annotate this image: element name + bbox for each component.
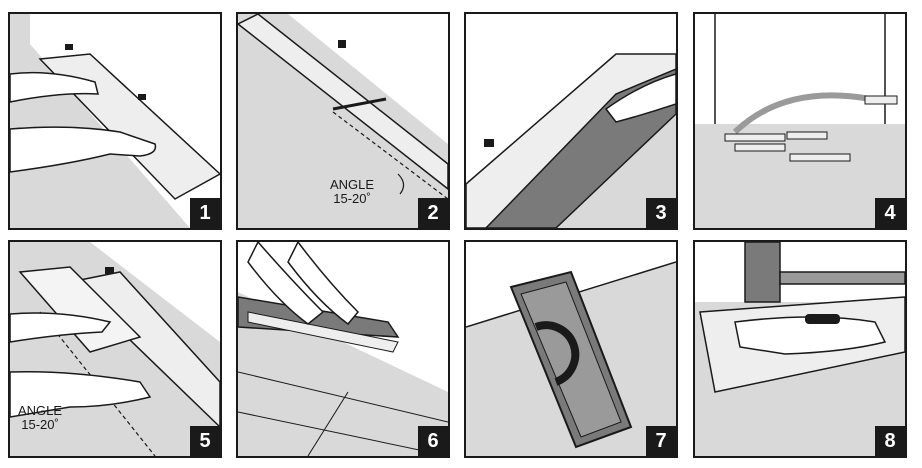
step-7-illustration — [466, 242, 676, 449]
step-8-panel: 8 — [693, 240, 907, 458]
step-2-panel: ANGLE 15-20˚ 2 — [236, 12, 450, 230]
step-6-illustration — [238, 242, 448, 456]
step-2-angle-text: ANGLE 15-20˚ — [330, 178, 374, 206]
step-2-illustration — [238, 14, 448, 200]
step-5-illustration — [10, 242, 220, 456]
step-number-badge: 7 — [646, 426, 676, 456]
step-3-panel: 3 — [464, 12, 678, 230]
step-number-badge: 8 — [875, 426, 905, 456]
angle-value: 15-20˚ — [333, 191, 371, 206]
step-number-badge: 1 — [190, 198, 220, 228]
step-1-panel: 1 — [8, 12, 222, 230]
step-5-angle-text: ANGLE 15-20˚ — [18, 404, 62, 432]
step-3-illustration — [466, 14, 676, 228]
angle-label: ANGLE — [18, 403, 63, 418]
step-4-illustration — [695, 14, 905, 162]
step-number-badge: 2 — [418, 198, 448, 228]
step-6-panel: 6 — [236, 240, 450, 458]
step-number-badge: 6 — [418, 426, 448, 456]
step-number-badge: 5 — [190, 426, 220, 456]
step-1-illustration — [10, 14, 220, 228]
step-number-badge: 4 — [875, 198, 905, 228]
step-7-panel: 7 — [464, 240, 678, 458]
step-4-panel: 4 — [693, 12, 907, 230]
step-5-panel: ANGLE 15-20˚ 5 — [8, 240, 222, 458]
angle-value: 15-20˚ — [21, 417, 59, 432]
angle-label: ANGLE — [330, 177, 375, 192]
step-8-illustration — [695, 242, 905, 393]
step-number-badge: 3 — [646, 198, 676, 228]
